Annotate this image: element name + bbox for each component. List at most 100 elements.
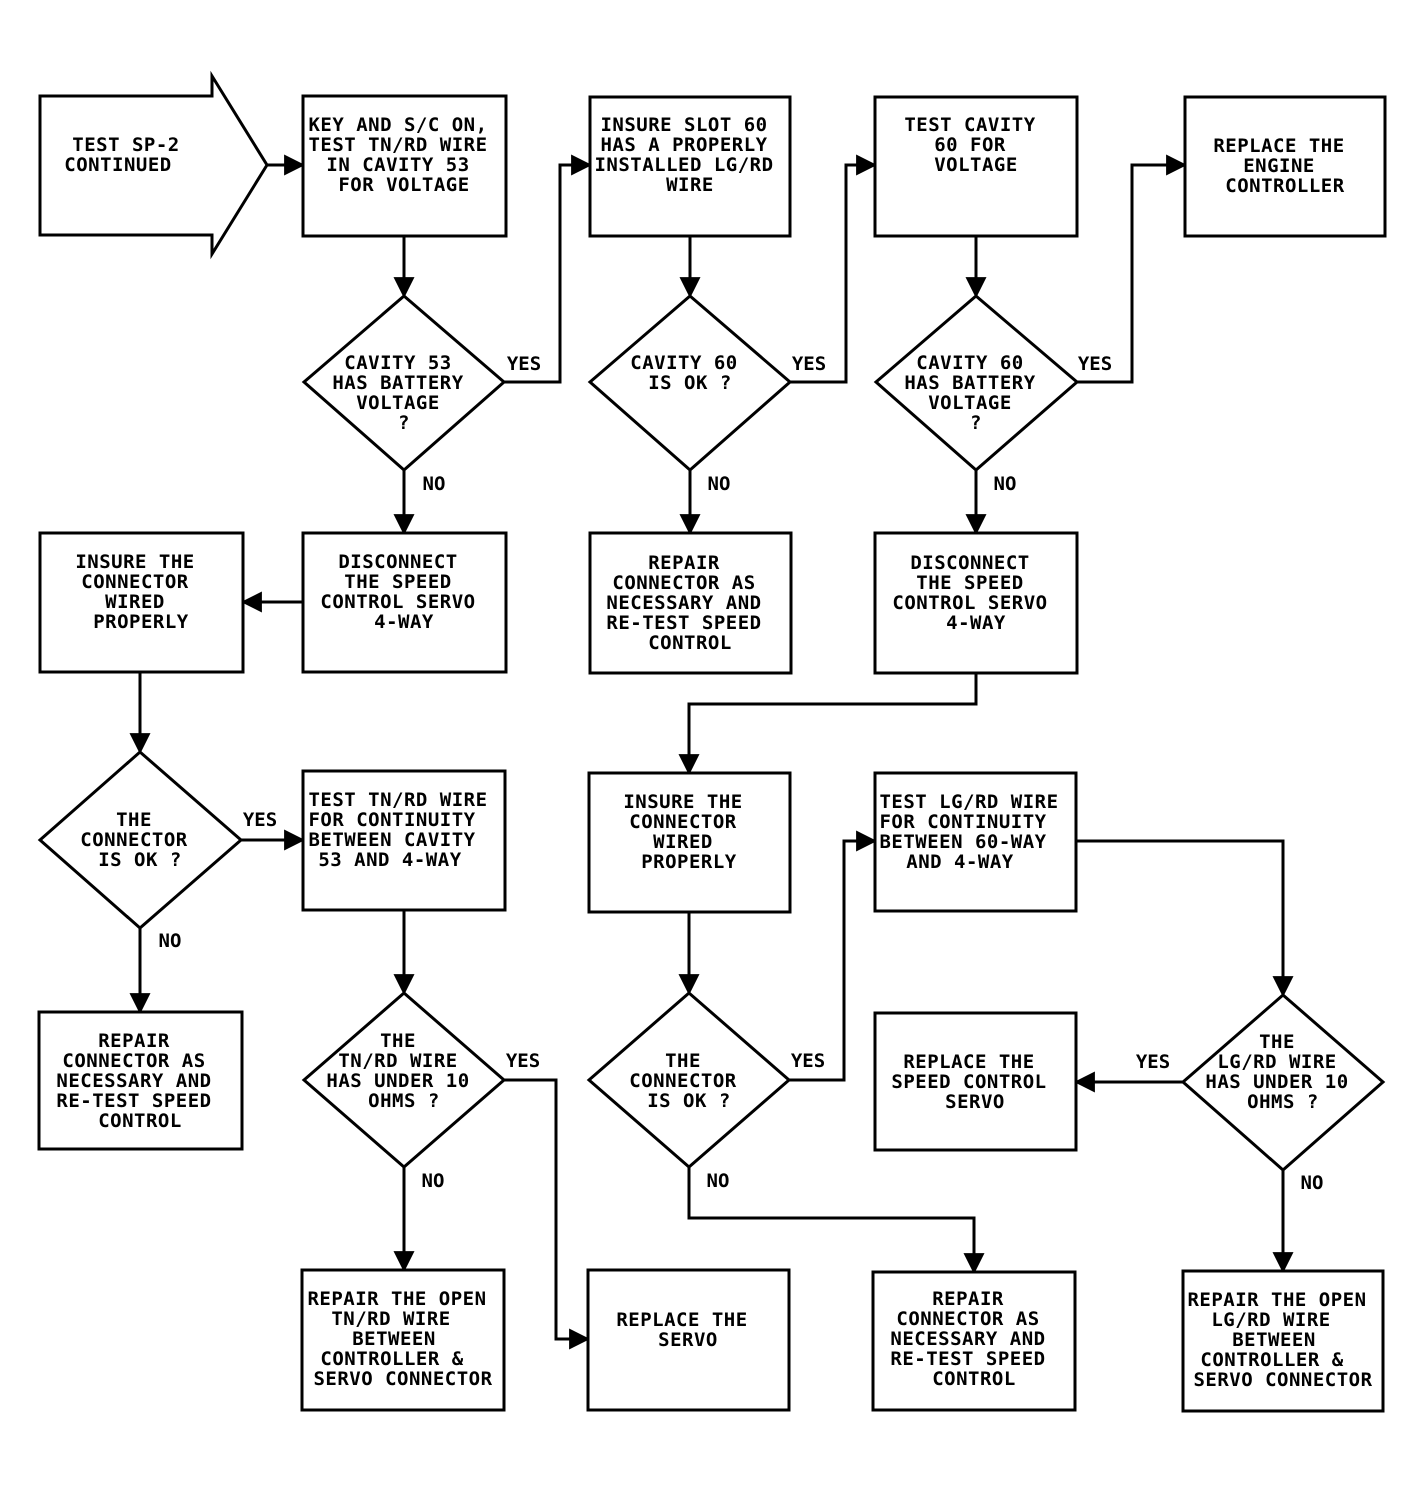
b15-line-1: REPLACE THE — [616, 1309, 747, 1331]
b18-line-1: REPAIR — [98, 1030, 170, 1052]
box-b3 — [873, 95, 1079, 238]
edge-d6-b11-yes — [789, 830, 878, 1082]
d4-text: THE CONNECTOR IS OK ? — [80, 809, 199, 871]
b7-line-1: REPAIR — [648, 552, 720, 574]
d3-line-4: ? — [970, 412, 982, 434]
b3-line-2: 60 FOR — [934, 134, 1006, 156]
d3-line-3: VOLTAGE — [928, 392, 1012, 414]
box-b10 — [587, 771, 792, 914]
b13-line-3: SERVO — [945, 1091, 1005, 1113]
label-d1-no: NO — [423, 473, 446, 495]
b8-text: DISCONNECT THE SPEED CONTROL SERVO 4-WAY — [892, 552, 1059, 634]
b13-line-2: SPEED CONTROL — [891, 1071, 1046, 1093]
b7-line-5: CONTROL — [648, 632, 732, 654]
start-text: TEST SP-2 CONTINUED — [64, 134, 191, 176]
edge-d3-b4-yes — [1077, 154, 1188, 384]
b7-text: REPAIR CONNECTOR AS NECESSARY AND RE-TES… — [606, 552, 773, 654]
b18-line-2: CONNECTOR AS — [62, 1050, 205, 1072]
diamond-d7 — [1180, 993, 1386, 1172]
b18-line-4: RE-TEST SPEED — [56, 1090, 211, 1112]
label-d5-no: NO — [422, 1170, 445, 1192]
start-line-2: CONTINUED — [64, 154, 171, 176]
b14-text: REPAIR THE OPEN TN/RD WIRE BETWEEN CONTR… — [307, 1288, 498, 1390]
b7-line-3: NECESSARY AND — [606, 592, 761, 614]
b6-text: DISCONNECT THE SPEED CONTROL SERVO 4-WAY — [320, 551, 487, 633]
label-d3-no: NO — [994, 473, 1017, 495]
b13-text: REPLACE THE SPEED CONTROL SERVO — [891, 1051, 1058, 1113]
b16-line-3: NECESSARY AND — [890, 1328, 1045, 1350]
b10-line-1: INSURE THE — [623, 791, 742, 813]
b18-line-3: NECESSARY AND — [56, 1070, 211, 1092]
box-b11 — [873, 771, 1078, 913]
b6-line-4: 4-WAY — [374, 611, 434, 633]
b18-text: REPAIR CONNECTOR AS NECESSARY AND RE-TES… — [56, 1030, 223, 1132]
b11-text: TEST LG/RD WIRE FOR CONTINUITY BETWEEN 6… — [879, 791, 1070, 873]
b4-line-2: ENGINE — [1243, 155, 1315, 177]
box-b14 — [300, 1268, 506, 1412]
b9-line-3: BETWEEN CAVITY — [308, 829, 475, 851]
b14-line-3: BETWEEN — [352, 1328, 436, 1350]
b8-line-4: 4-WAY — [946, 612, 1006, 634]
d7-line-4: OHMS ? — [1247, 1091, 1319, 1113]
label-d2-no: NO — [708, 473, 731, 495]
b16-text: REPAIR CONNECTOR AS NECESSARY AND RE-TES… — [890, 1288, 1057, 1390]
box-b15 — [586, 1268, 791, 1412]
b14-line-2: TN/RD WIRE — [331, 1308, 450, 1330]
d1-text: CAVITY 53 HAS BATTERY VOLTAGE ? — [332, 352, 475, 434]
b7-line-4: RE-TEST SPEED — [606, 612, 761, 634]
diamond-d3 — [873, 294, 1080, 472]
d6-line-1: THE — [665, 1050, 701, 1072]
box-b7 — [588, 531, 793, 675]
box-b4 — [1183, 95, 1387, 238]
b16-line-5: CONTROL — [932, 1368, 1016, 1390]
b17-line-2: LG/RD WIRE — [1211, 1309, 1330, 1331]
d2-text: CAVITY 60 IS OK ? — [630, 352, 749, 394]
d7-line-1: THE — [1259, 1031, 1295, 1053]
b1-line-3: IN CAVITY 53 — [326, 154, 469, 176]
shapes — [37, 70, 1387, 1413]
label-d7-no: NO — [1301, 1172, 1324, 1194]
label-d1-yes: YES — [507, 353, 541, 375]
b2-text: INSURE SLOT 60 HAS A PROPERLY INSTALLED … — [594, 114, 785, 196]
b8-line-1: DISCONNECT — [910, 552, 1029, 574]
edge-d5-b15-yes — [504, 1078, 591, 1350]
b1-line-1: KEY AND S/C ON, — [308, 114, 487, 136]
d5-line-1: THE — [380, 1030, 416, 1052]
b5-text: INSURE THE CONNECTOR WIRED PROPERLY — [75, 551, 206, 633]
connectors — [129, 154, 1294, 1350]
diamond-d6 — [586, 991, 792, 1169]
edge-b11-d7 — [1076, 839, 1294, 998]
b4-text: REPLACE THE ENGINE CONTROLLER — [1213, 135, 1356, 197]
b9-line-4: 53 AND 4-WAY — [318, 849, 461, 871]
start-line-1: TEST SP-2 — [72, 134, 179, 156]
b17-line-4: CONTROLLER & — [1200, 1349, 1343, 1371]
b17-line-1: REPAIR THE OPEN — [1187, 1289, 1366, 1311]
d3-line-2: HAS BATTERY — [904, 372, 1035, 394]
node-texts: TEST SP-2 CONTINUED KEY AND S/C ON, TEST… — [56, 114, 1372, 1391]
b1-line-4: FOR VOLTAGE — [338, 174, 469, 196]
diamond-d5 — [301, 991, 507, 1169]
b11-line-3: BETWEEN 60-WAY — [879, 831, 1046, 853]
b8-line-2: THE SPEED — [916, 572, 1023, 594]
label-d4-no: NO — [159, 930, 182, 952]
b1-line-2: TEST TN/RD WIRE — [308, 134, 487, 156]
box-b2 — [588, 95, 792, 238]
label-d6-no: NO — [707, 1170, 730, 1192]
b16-line-2: CONNECTOR AS — [896, 1308, 1039, 1330]
b14-line-1: REPAIR THE OPEN — [307, 1288, 486, 1310]
label-d3-yes: YES — [1078, 353, 1112, 375]
label-d7-yes: YES — [1136, 1051, 1170, 1073]
d1-line-2: HAS BATTERY — [332, 372, 463, 394]
b14-line-5: SERVO CONNECTOR — [313, 1368, 492, 1390]
b13-line-1: REPLACE THE — [903, 1051, 1034, 1073]
d1-line-1: CAVITY 53 — [344, 352, 451, 374]
d2-line-1: CAVITY 60 — [630, 352, 737, 374]
b3-text: TEST CAVITY 60 FOR VOLTAGE — [904, 114, 1047, 176]
b10-line-4: PROPERLY — [641, 851, 737, 873]
d1-line-4: ? — [398, 412, 410, 434]
d4-line-2: CONNECTOR — [80, 829, 188, 851]
b9-text: TEST TN/RD WIRE FOR CONTINUITY BETWEEN C… — [308, 789, 499, 871]
b9-line-2: FOR CONTINUITY — [308, 809, 475, 831]
d5-text: THE TN/RD WIRE HAS UNDER 10 OHMS ? — [326, 1030, 481, 1112]
